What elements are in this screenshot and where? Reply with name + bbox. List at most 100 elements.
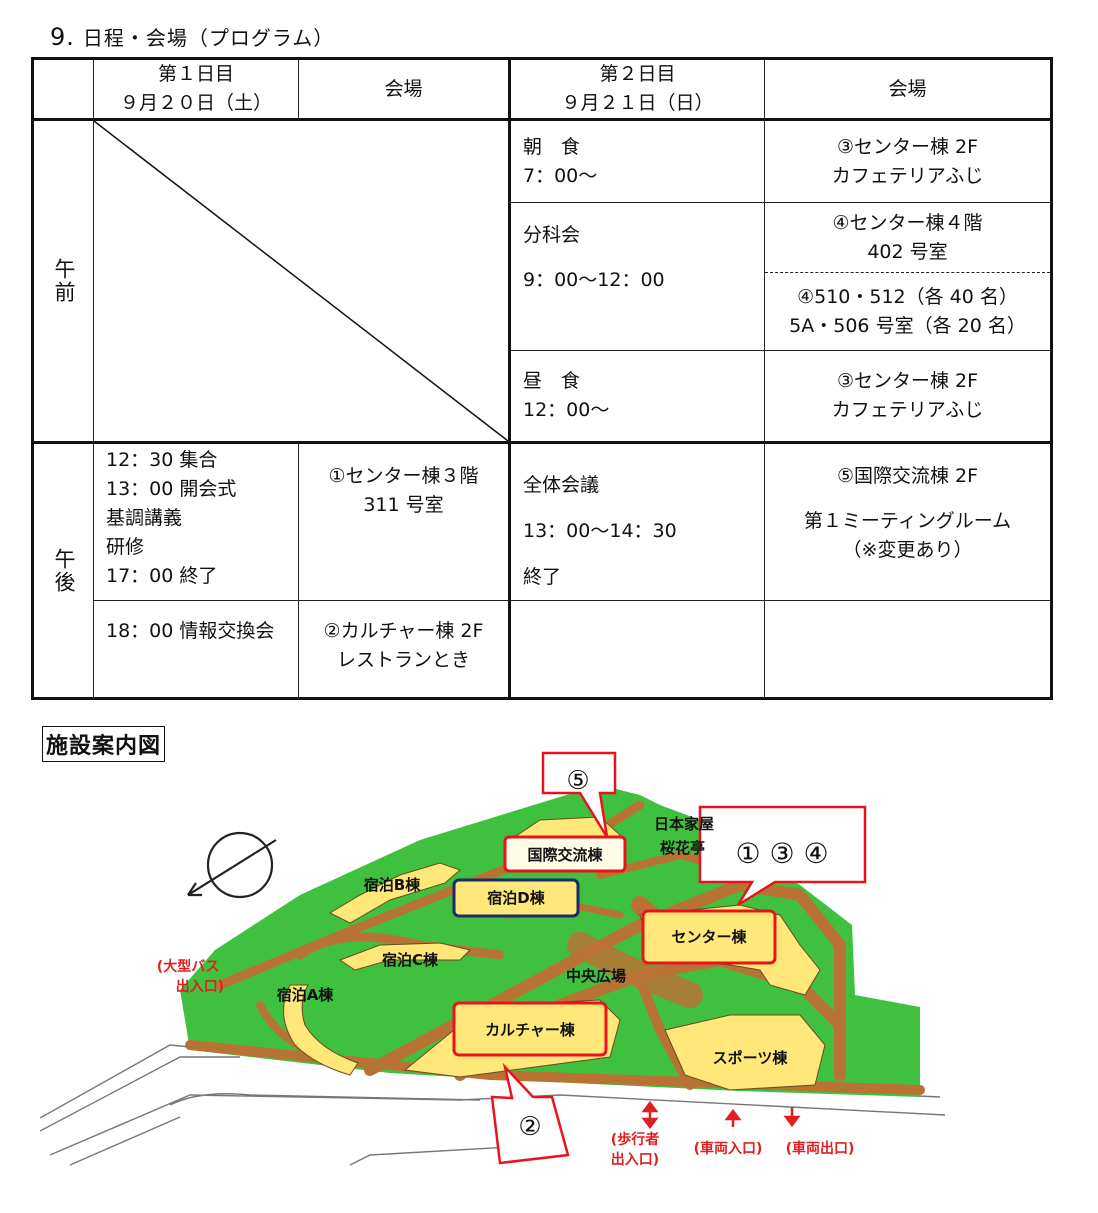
label-walk-1: (歩行者 xyxy=(611,1131,659,1148)
building-shukuhaku-c xyxy=(338,942,471,971)
section-heading: 9. 日程・会場（プログラム） xyxy=(50,22,334,51)
lunch-venue: ③センター棟 2F カフェテリアふじ xyxy=(764,350,1052,444)
day1-evening-venue-line2: レストランとき xyxy=(336,649,470,671)
lunch-venue-line1: ③センター棟 2F xyxy=(836,370,979,392)
map-labels: 国際交流棟 日本家屋 桜花亭 宿泊B棟 宿泊D棟 宿泊C棟 宿泊A棟 センター棟… xyxy=(277,815,789,1067)
day2-pm-venue: ⑤国際交流棟 2F 第１ミーティングルーム （※変更あり） xyxy=(764,442,1052,601)
building-shukuhaku-b xyxy=(328,862,461,924)
lunch-time: 昼 食 12：00～ xyxy=(508,350,765,444)
callout-5-label: ⑤ xyxy=(566,766,589,796)
frame-culture xyxy=(452,1001,608,1057)
am-label-cell: 午前 xyxy=(32,119,94,444)
day2-pm-item: 終了 xyxy=(523,566,562,588)
access-arrows xyxy=(641,1100,801,1130)
frame-kokusai xyxy=(503,835,627,873)
session-venue-b-line2: 5A・506 号室（各 20 名） xyxy=(789,314,1026,337)
lunch-hour: 12：00～ xyxy=(523,399,610,421)
label-bus-2: 出入口) xyxy=(176,978,224,995)
day1-evening-item: 18：00 情報交換会 xyxy=(93,600,299,699)
day1-label: 第１日目 xyxy=(157,63,234,85)
breakfast-venue: ③センター棟 2F カフェテリアふじ xyxy=(764,119,1052,203)
day2-evening-empty xyxy=(508,600,765,699)
day2-pm-items: 全体会議 13：00～14：30 終了 xyxy=(508,442,765,601)
day2-venue-header: 会場 xyxy=(764,58,1052,121)
label-car-out: (車両出口) xyxy=(786,1140,855,1157)
day2-pm-venue-line1: ⑤国際交流棟 2F xyxy=(836,465,979,487)
day2-header: 第２日目 ９月２１日（日） xyxy=(508,58,765,121)
building-sports xyxy=(664,1014,826,1091)
session-time: 分科会 9：00～12：00 xyxy=(508,202,765,351)
breakfast-time: 朝 食 7：00～ xyxy=(508,119,765,203)
label-culture: カルチャー棟 xyxy=(485,1021,576,1039)
building-shukuhaku-a xyxy=(283,984,359,1076)
label-walk-2: 出入口) xyxy=(611,1151,659,1168)
day2-pm-venue-line2: 第１ミーティングルーム xyxy=(803,510,1012,532)
label-nihon: 日本家屋 xyxy=(654,815,714,833)
session-venue-a-line1: ④センター棟４階 xyxy=(832,211,983,234)
callout-134: ① ③ ④ xyxy=(698,805,867,907)
callout-5: ⑤ xyxy=(541,751,617,838)
label-shukuhaku-d: 宿泊D棟 xyxy=(487,889,545,907)
day1-pm-item: 基調講義 xyxy=(106,507,183,529)
section-number: 9. xyxy=(50,23,75,51)
day1-pm-venue-line1: ①センター棟３階 xyxy=(328,465,479,487)
diagonal-slash xyxy=(94,121,508,441)
session-hour: 9：00～12：00 xyxy=(523,269,665,291)
callout-2-label: ② xyxy=(518,1112,541,1142)
day2-pm-venue-line3: （※変更あり） xyxy=(842,539,973,561)
pm-label-cell: 午後 xyxy=(32,442,94,699)
day1-evening-venue: ②カルチャー棟 2F レストランとき xyxy=(298,600,510,699)
breakfast-label: 朝 食 xyxy=(523,135,581,158)
session-venue-b-line1: ④510・512（各 40 名） xyxy=(797,285,1018,308)
session-venue-a-line2: 402 号室 xyxy=(867,240,948,263)
corner-cell xyxy=(32,58,94,121)
label-bus-1: (大型バス xyxy=(157,958,219,975)
session-venue-b: ④510・512（各 40 名） 5A・506 号室（各 20 名） xyxy=(764,272,1052,351)
breakfast-hour: 7：00～ xyxy=(523,164,598,187)
day1-pm-items: 12：30 集合 13：00 開会式 基調講義 研修 17：00 終了 xyxy=(93,442,299,601)
day1-evening-venue-line1: ②カルチャー棟 2F xyxy=(323,620,484,642)
day2-date: ９月２１日（日） xyxy=(561,92,714,114)
label-sakura: 桜花亭 xyxy=(660,839,705,857)
breakfast-venue-line1: ③センター棟 2F xyxy=(836,135,979,158)
label-shukuhaku-c: 宿泊C棟 xyxy=(382,951,439,969)
label-kokusai: 国際交流棟 xyxy=(527,846,603,864)
frame-center xyxy=(641,909,777,965)
day1-venue-header: 会場 xyxy=(298,58,510,121)
compass-icon xyxy=(187,831,277,899)
label-shukuhaku-b: 宿泊B棟 xyxy=(364,876,421,894)
pm-label: 午後 xyxy=(52,547,76,594)
access-labels: (大型バス 出入口) (歩行者 出入口) (車両入口) (車両出口) xyxy=(157,958,855,1168)
label-center: センター棟 xyxy=(671,928,747,946)
day2-pm-item: 全体会議 xyxy=(523,474,600,496)
day1-date: ９月２０日（土） xyxy=(119,92,272,114)
facility-map: ⑤ ① ③ ④ ② 国際交流棟 日本家屋 桜花亭 宿泊B棟 宿泊D棟 宿泊C棟 … xyxy=(40,751,946,1168)
day1-pm-item: 17：00 終了 xyxy=(106,565,218,587)
lunch-venue-line2: カフェテリアふじ xyxy=(831,399,984,421)
day1-pm-item: 12：30 集合 xyxy=(106,449,218,471)
session-venue-a: ④センター棟４階 402 号室 xyxy=(764,202,1052,273)
day1-pm-venue: ①センター棟３階 311 号室 xyxy=(298,442,510,601)
session-label: 分科会 xyxy=(523,224,581,246)
callout-2: ② xyxy=(490,1062,570,1165)
day1-pm-item: 13：00 開会式 xyxy=(106,478,237,500)
section-title-text: 日程・会場（プログラム） xyxy=(82,26,335,50)
day2-label: 第２日目 xyxy=(599,63,676,85)
schedule-table: 第１日目 ９月２０日（土） 会場 第２日目 ９月２１日（日） 会場 午前 朝 食… xyxy=(31,57,1053,700)
lunch-label: 昼 食 xyxy=(523,370,581,392)
frame-shukuhaku-d xyxy=(452,878,580,918)
breakfast-venue-line2: カフェテリアふじ xyxy=(831,164,984,187)
day1-pm-item: 研修 xyxy=(106,536,145,558)
map-section-title: 施設案内図 xyxy=(42,726,166,762)
am-label: 午前 xyxy=(52,258,76,304)
day2-pm-item: 13：00～14：30 xyxy=(523,520,677,542)
day1-am-empty-cell xyxy=(93,119,510,444)
day1-header: 第１日目 ９月２０日（土） xyxy=(93,58,299,121)
label-chuo: 中央広場 xyxy=(566,967,626,985)
day1-pm-venue-line2: 311 号室 xyxy=(363,494,444,516)
day2-evening-venue-empty xyxy=(764,600,1052,699)
label-shukuhaku-a: 宿泊A棟 xyxy=(277,986,335,1004)
label-sports: スポーツ棟 xyxy=(713,1049,789,1067)
label-car-in: (車両入口) xyxy=(694,1140,763,1157)
callout-134-label: ① ③ ④ xyxy=(735,837,828,870)
